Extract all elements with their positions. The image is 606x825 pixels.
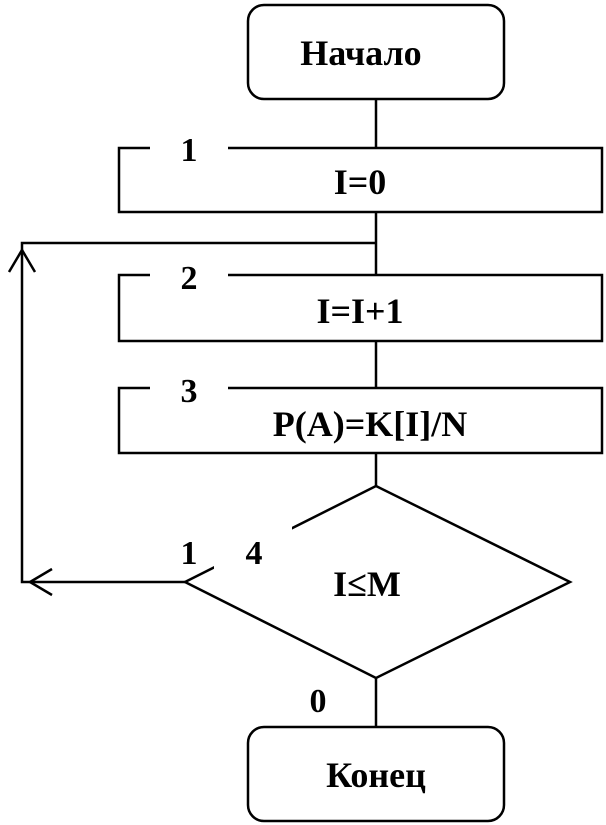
decision-yes-label: 1 bbox=[181, 535, 198, 572]
start-terminal bbox=[246, 3, 506, 101]
loop-arrow-up-icon bbox=[7, 247, 37, 273]
block-1-text: I=0 bbox=[334, 162, 387, 202]
start-label: Начало bbox=[300, 33, 421, 73]
loop-back-line bbox=[20, 241, 376, 584]
process-block-2 bbox=[117, 273, 604, 343]
decision-condition: I≤M bbox=[333, 564, 401, 604]
loop-arrow-left-icon bbox=[27, 567, 53, 597]
process-block-3 bbox=[117, 386, 604, 455]
end-label: Конец bbox=[326, 755, 426, 795]
end-terminal bbox=[246, 725, 506, 823]
block-2-number: 2 bbox=[181, 260, 198, 297]
process-block-1 bbox=[117, 146, 604, 214]
block-2-text: I=I+1 bbox=[316, 291, 403, 331]
block-3-text: P(A)=K[I]/N bbox=[273, 404, 467, 444]
decision-number: 4 bbox=[246, 535, 263, 572]
decision-no-label: 0 bbox=[310, 683, 327, 720]
block-1-number: 1 bbox=[181, 132, 198, 169]
block-3-number: 3 bbox=[181, 373, 198, 410]
